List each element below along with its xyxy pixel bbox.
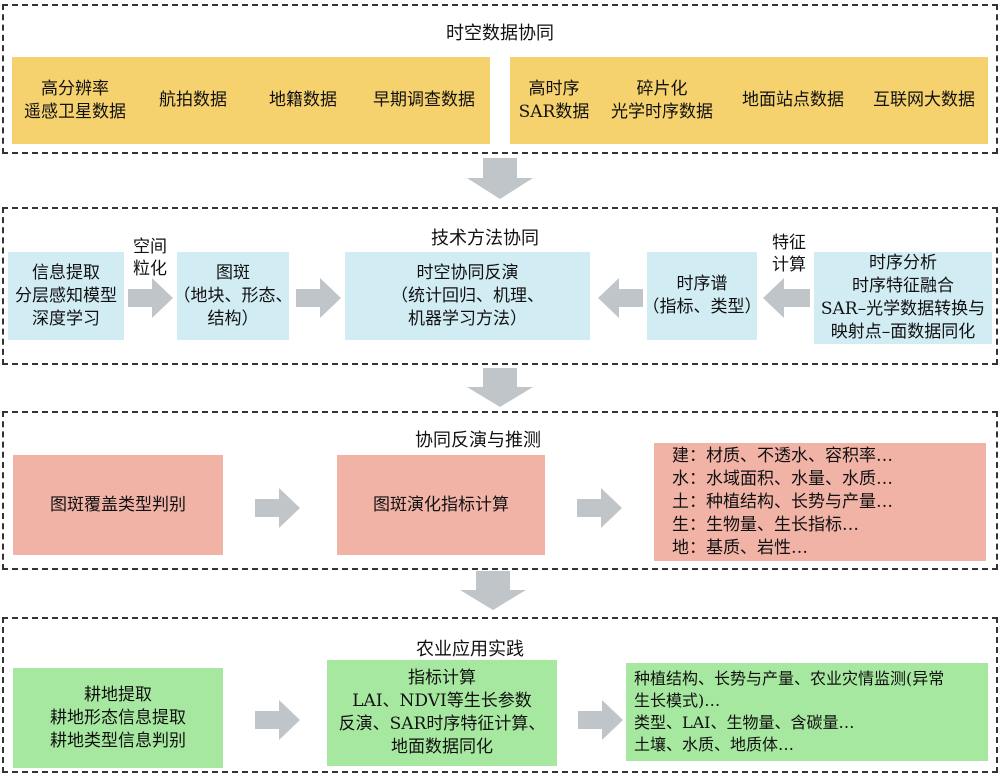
data-box-cadastral: 地籍数据	[248, 57, 358, 144]
data-box-sar-timeseries: 高时序 SAR数据	[510, 57, 598, 144]
data-box-ground-station: 地面站点数据	[726, 57, 860, 144]
list-item: 土：种植结构、长势与产量…	[672, 491, 893, 512]
down-arrow-icon	[467, 368, 533, 407]
inversion-inference-section	[2, 411, 998, 570]
right-arrow-icon	[255, 700, 300, 740]
timeseries-fusion-box: 时序分析 时序特征融合 SAR–光学数据转换与 映射点–面数据同化	[814, 252, 992, 344]
application-result-box: 种植结构、长势与产量、农业灾情监测(异常 生长模式)… 类型、LAI、生物量、含…	[626, 663, 988, 761]
spatiotemporal-inversion-box: 时空协同反演 （统计回归、机理、 机器学习方法）	[345, 252, 590, 340]
index-computation-box: 指标计算 LAI、NDVI等生长参数 反演、SAR时序特征计算、 地面数据同化	[327, 660, 557, 766]
down-arrow-icon	[467, 158, 533, 199]
right-arrow-icon	[577, 488, 622, 528]
data-box-early-survey: 早期调查数据	[358, 57, 490, 144]
data-collaboration-title: 时空数据协同	[446, 23, 554, 44]
data-box-aerial: 航拍数据	[138, 57, 248, 144]
method-collaboration-section	[2, 207, 998, 365]
spatial-granulation-label: 空间 粒化	[133, 237, 167, 279]
method-collaboration-title: 技术方法协同	[431, 228, 539, 249]
indicator-list-box: 建：材质、不透水、容积率… 水：水域面积、水量、水质… 土：种植结构、长势与产量…	[654, 443, 986, 561]
list-item: 水：水域面积、水量、水质…	[672, 468, 893, 489]
data-box-internet-bigdata: 互联网大数据	[860, 57, 988, 144]
right-arrow-icon	[128, 278, 173, 318]
right-arrow-icon	[578, 700, 623, 740]
time-spectrum-box: 时序谱 （指标、类型）	[643, 252, 762, 340]
feature-computation-label: 特征 计算	[772, 233, 806, 275]
agricultural-practice-title: 农业应用实践	[416, 639, 524, 660]
list-item: 生：生物量、生长指标…	[672, 514, 859, 535]
left-arrow-icon	[763, 278, 810, 318]
agricultural-practice-section	[2, 617, 998, 773]
evolution-index-box: 图斑演化指标计算	[337, 455, 545, 555]
data-collaboration-section	[2, 4, 998, 154]
cover-type-box: 图斑覆盖类型判别	[13, 455, 223, 555]
farmland-extraction-box: 耕地提取 耕地形态信息提取 耕地类型信息判别	[13, 668, 223, 768]
data-box-high-res-satellite: 高分辨率 遥感卫星数据	[12, 57, 138, 144]
inversion-inference-title: 协同反演与推测	[415, 430, 541, 451]
right-arrow-icon	[296, 278, 341, 318]
down-arrow-icon	[460, 571, 526, 610]
left-arrow-icon	[598, 278, 643, 318]
list-item: 建：材质、不透水、容积率…	[672, 445, 893, 466]
list-item: 地：基质、岩性…	[672, 537, 808, 558]
info-extraction-box: 信息提取 分层感知模型 深度学习	[8, 252, 124, 340]
patch-box: 图斑 （地块、形态、 结构）	[174, 252, 293, 340]
data-box-optical-timeseries: 碎片化 光学时序数据	[598, 57, 726, 144]
right-arrow-icon	[255, 488, 300, 528]
